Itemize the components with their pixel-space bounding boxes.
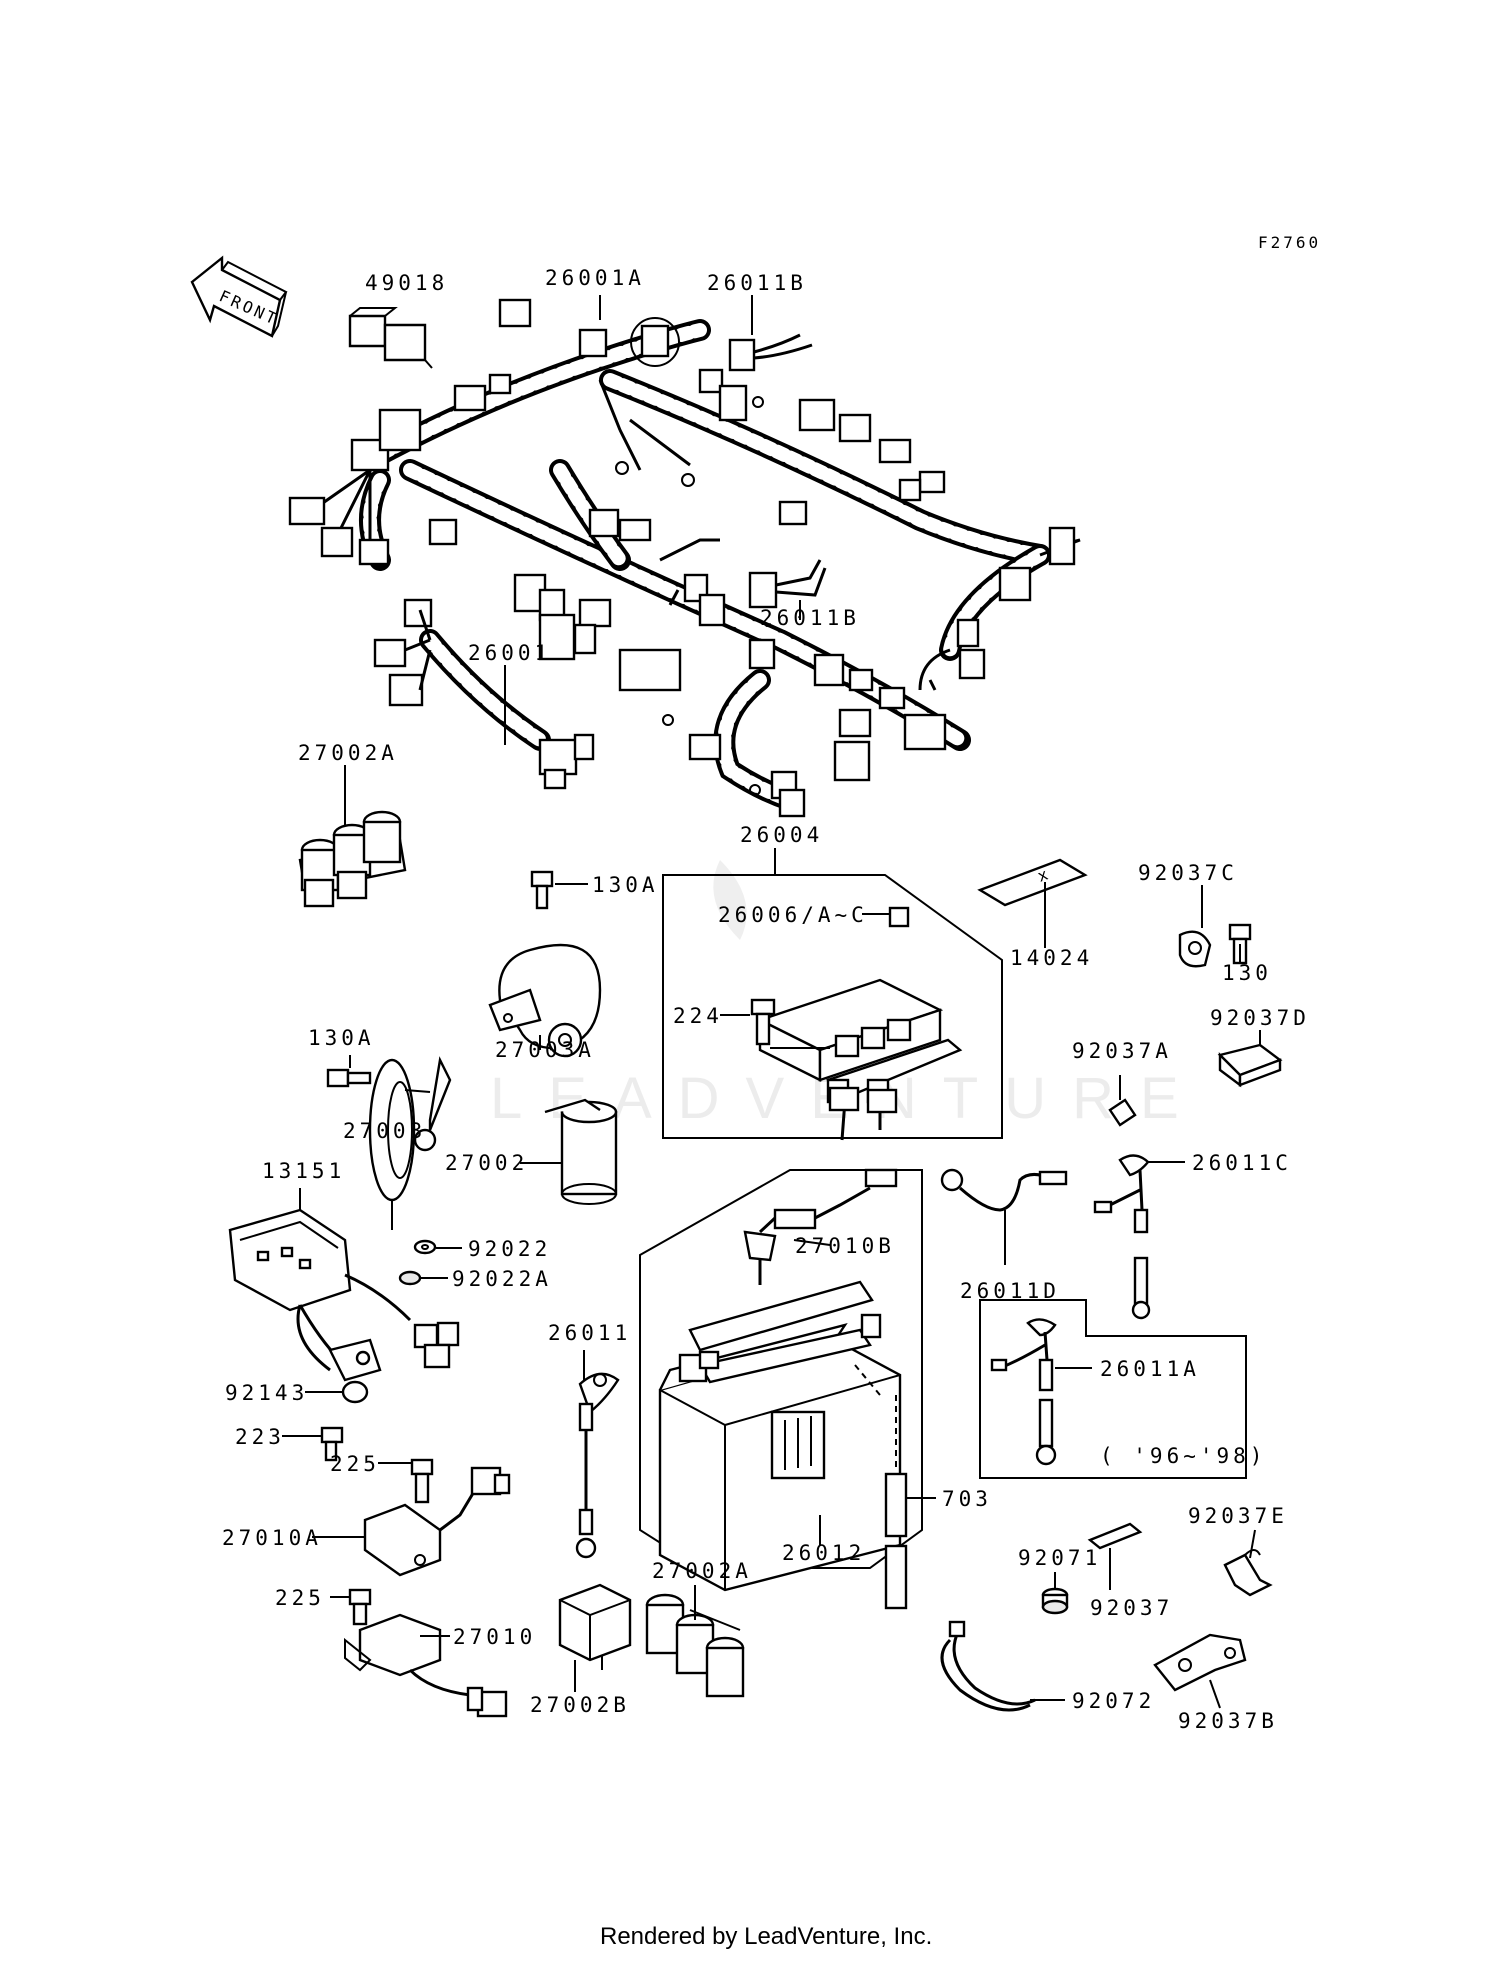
- figure-code: F2760: [1258, 233, 1321, 252]
- part-27003-horn: [368, 1056, 452, 1202]
- label-26006: 26006/A~C: [718, 903, 868, 927]
- label-27003: 27003: [343, 1119, 426, 1143]
- label-26011b-mid: 26011B: [760, 606, 860, 630]
- label-92037e: 92037E: [1188, 1504, 1288, 1528]
- label-26011: 26011: [548, 1321, 631, 1345]
- part-92037e-clamp: [1223, 1549, 1273, 1597]
- label-year-range: ( '96~'98): [1100, 1444, 1266, 1468]
- label-26011d: 26011D: [960, 1279, 1060, 1303]
- part-92143-collar: [341, 1380, 369, 1404]
- part-92071-grommet: [1041, 1587, 1069, 1615]
- label-92071: 92071: [1018, 1546, 1101, 1570]
- part-26011c-cable: [1093, 1154, 1151, 1320]
- label-92037: 92037: [1090, 1596, 1173, 1620]
- part-130a-lower: [326, 1068, 372, 1088]
- label-223: 223: [235, 1425, 285, 1449]
- label-92037c: 92037C: [1138, 861, 1238, 885]
- label-26001: 26001: [468, 641, 551, 665]
- part-225-screw-lower: [348, 1588, 372, 1626]
- label-224: 224: [673, 1004, 723, 1028]
- label-92022a: 92022A: [452, 1267, 552, 1291]
- label-26012: 26012: [782, 1541, 865, 1565]
- label-130a-upper: 130A: [592, 873, 659, 897]
- part-26011b-mid: [748, 559, 827, 609]
- part-92072-band: [940, 1620, 1036, 1712]
- label-27002b: 27002B: [530, 1693, 630, 1717]
- part-92037c-clamp: [1178, 930, 1212, 968]
- label-26004: 26004: [740, 823, 823, 847]
- label-92022: 92022: [468, 1237, 551, 1261]
- part-703-tube: [884, 1395, 908, 1610]
- label-27002a-bottom: 27002A: [652, 1559, 752, 1583]
- main-harness: [288, 298, 1081, 818]
- label-225-lower: 225: [275, 1586, 325, 1610]
- label-27010b: 27010B: [795, 1234, 895, 1258]
- part-92037d-bracket: [1217, 1043, 1283, 1088]
- part-27002a-top: [298, 810, 407, 908]
- part-92037a-clip: [1108, 1098, 1137, 1127]
- label-130a-lower: 130A: [308, 1026, 375, 1050]
- part-27002a-bottom: [645, 1593, 745, 1698]
- label-49018: 49018: [365, 271, 448, 295]
- label-26011b-top: 26011B: [707, 271, 807, 295]
- part-27010b-fuse: [743, 1168, 898, 1285]
- part-130a-upper: [530, 870, 554, 910]
- part-225-screw-upper: [410, 1458, 434, 1504]
- label-92037d: 92037D: [1210, 1006, 1310, 1030]
- part-26012-battery: [639, 1169, 923, 1592]
- part-labels: 49018 26001A 26011B 26011B 26001 27002A …: [222, 266, 1310, 1733]
- label-92037a: 92037A: [1072, 1039, 1172, 1063]
- part-26011b-top: [728, 333, 813, 372]
- part-49018: [348, 307, 433, 369]
- label-27010a: 27010A: [222, 1526, 322, 1550]
- label-27003a: 27003A: [495, 1038, 595, 1062]
- label-703: 703: [942, 1487, 992, 1511]
- footer-credit: Rendered by LeadVenture, Inc.: [600, 1923, 932, 1950]
- label-27002a-top: 27002A: [298, 741, 398, 765]
- label-26001a: 26001A: [545, 266, 645, 290]
- part-26011-cable: [575, 1372, 620, 1559]
- part-26004-junction-box: [662, 848, 1003, 1141]
- part-27002-relay: [544, 1098, 618, 1205]
- label-13151: 13151: [262, 1159, 345, 1183]
- front-arrow-icon: FRONT: [190, 255, 288, 338]
- label-27010: 27010: [453, 1625, 536, 1649]
- label-92037b: 92037B: [1178, 1709, 1278, 1733]
- part-26011d-cable: [940, 1168, 1068, 1212]
- part-27002b-relay: [558, 1583, 632, 1670]
- part-92037b-bracket: [1153, 1633, 1247, 1692]
- part-27010-regulator: [344, 1613, 508, 1718]
- part-27010a-regulator: [363, 1466, 511, 1577]
- label-92143: 92143: [225, 1381, 308, 1405]
- part-27003a-horn: [488, 943, 602, 1058]
- part-26011a-cable-box: [979, 1299, 1247, 1479]
- leader-lines: [282, 295, 1261, 1709]
- label-130: 130: [1222, 961, 1272, 985]
- label-225-upper: 225: [330, 1452, 380, 1476]
- label-92072: 92072: [1072, 1689, 1155, 1713]
- part-13151-meter: [228, 1208, 460, 1382]
- part-92022-washer: [413, 1239, 437, 1255]
- part-92022a-washer: [398, 1270, 422, 1286]
- label-14024: 14024: [1010, 946, 1093, 970]
- label-26011a: 26011A: [1100, 1357, 1200, 1381]
- label-26011c: 26011C: [1192, 1151, 1292, 1175]
- part-14024-label-card: x: [977, 858, 1088, 907]
- part-92037-strap: [1087, 1522, 1143, 1550]
- svg-text:x: x: [1035, 864, 1053, 886]
- label-27002: 27002: [445, 1151, 528, 1175]
